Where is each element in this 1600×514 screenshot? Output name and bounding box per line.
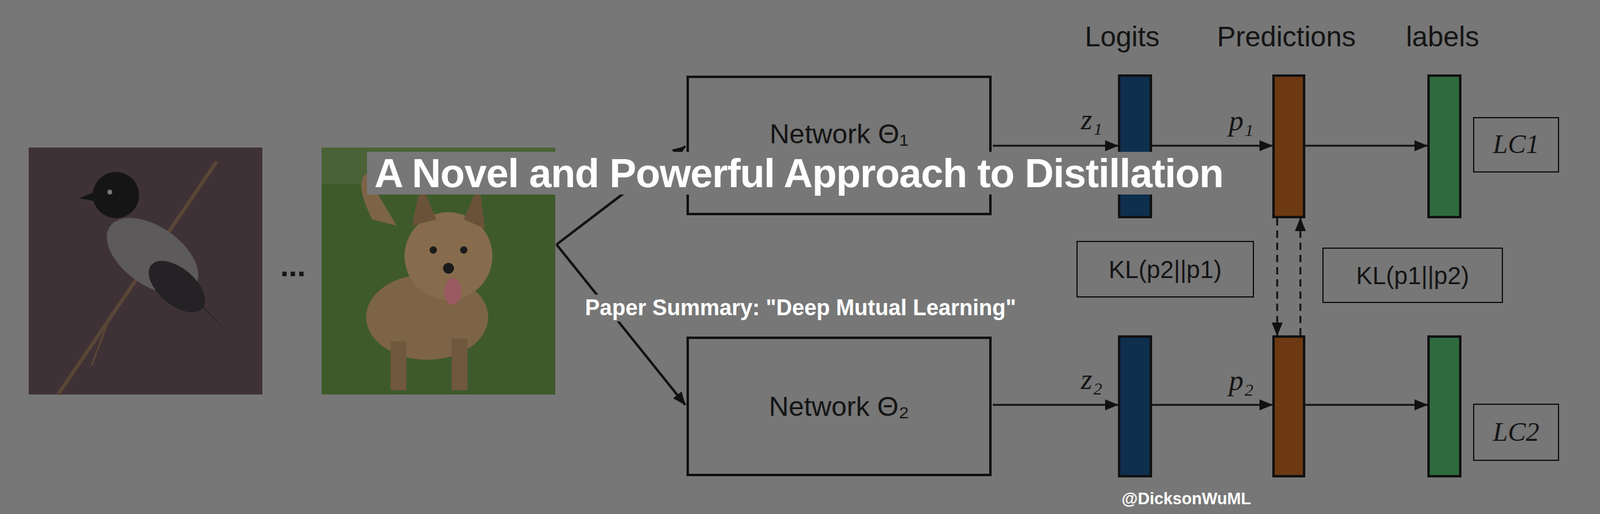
node-text: Network Θ₁ bbox=[769, 118, 909, 151]
dog-eye bbox=[429, 246, 437, 254]
kl-box: KL(p2||p1) bbox=[1076, 241, 1255, 298]
input-arrow bbox=[556, 244, 686, 406]
logits-bar bbox=[1119, 75, 1151, 218]
node-text: LC2 bbox=[1493, 417, 1540, 449]
loss-box: LC1 bbox=[1473, 117, 1560, 173]
node-text: LC1 bbox=[1493, 129, 1540, 161]
mutual-arrow bbox=[1276, 218, 1279, 336]
math-symbol: z₁ bbox=[1080, 103, 1103, 136]
dog-eye bbox=[460, 246, 468, 254]
node-text: KL(p2||p1) bbox=[1108, 255, 1222, 284]
bird-photo bbox=[28, 147, 263, 395]
subtitle: Paper Summary: "Deep Mutual Learning" bbox=[585, 295, 1017, 321]
logits-bar bbox=[1119, 336, 1151, 477]
branch bbox=[57, 161, 217, 395]
bird-head bbox=[92, 172, 140, 219]
loss-box: LC2 bbox=[1473, 403, 1560, 462]
mutual-arrow bbox=[1299, 218, 1302, 336]
flow-arrow bbox=[1152, 145, 1273, 148]
prediction-bar bbox=[1273, 75, 1305, 218]
dog-tongue bbox=[444, 278, 462, 306]
flow-arrow bbox=[1305, 145, 1428, 148]
node-text: Network Θ₂ bbox=[768, 391, 910, 423]
math-symbol: p₁ bbox=[1228, 104, 1255, 137]
network-box: Network Θ₂ bbox=[686, 336, 992, 477]
flow-arrow bbox=[992, 404, 1118, 407]
dog-nose bbox=[443, 263, 455, 274]
math-symbol: z₂ bbox=[1080, 363, 1103, 396]
label-bar bbox=[1428, 336, 1461, 477]
twig bbox=[91, 317, 110, 367]
dog-leg bbox=[451, 338, 468, 391]
label-bar bbox=[1428, 75, 1461, 218]
column-heading: Logits bbox=[1084, 20, 1161, 53]
node-text: KL(p1||p2) bbox=[1355, 261, 1469, 290]
kl-box: KL(p1||p2) bbox=[1322, 247, 1503, 304]
bird-beak bbox=[79, 192, 96, 202]
column-heading: labels bbox=[1405, 20, 1480, 53]
watermark: @DicksonWuML bbox=[1121, 490, 1251, 509]
bird-wing bbox=[139, 251, 215, 323]
flow-arrow bbox=[1152, 404, 1273, 407]
ellipsis: ... bbox=[280, 248, 306, 284]
flow-arrow bbox=[992, 145, 1118, 148]
title: A Novel and Powerful Approach to Distill… bbox=[374, 150, 1223, 196]
dog-leg bbox=[390, 341, 407, 391]
math-symbol: p₂ bbox=[1228, 364, 1255, 397]
column-heading: Predictions bbox=[1216, 20, 1356, 53]
flow-arrow bbox=[1305, 404, 1428, 407]
bird-eye bbox=[107, 189, 113, 195]
prediction-bar bbox=[1273, 336, 1305, 477]
